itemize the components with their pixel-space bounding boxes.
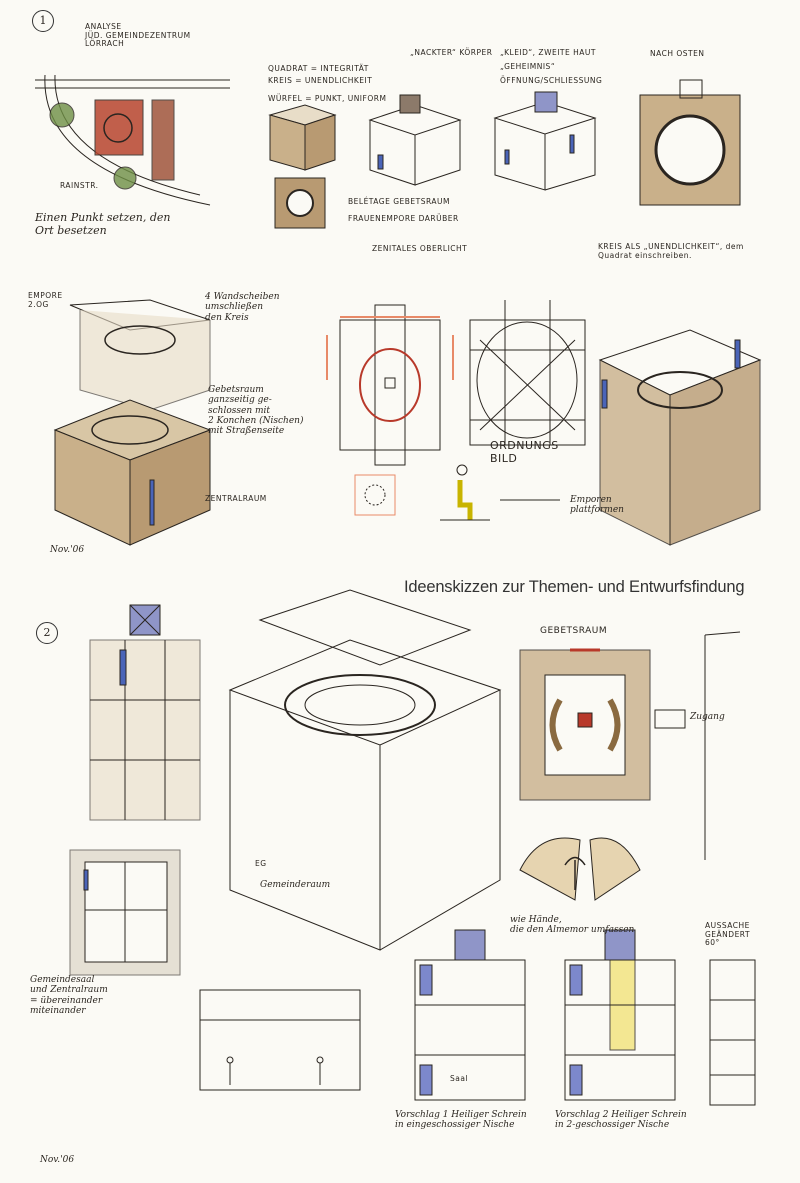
empore-axonometry bbox=[53, 299, 212, 546]
section-proposal-1 bbox=[414, 929, 526, 1101]
site-plan-sketch bbox=[35, 74, 230, 206]
label-naked-body: „NACKTER“ KÖRPER bbox=[410, 48, 493, 57]
cube-sketches bbox=[268, 91, 597, 229]
elevation-grid-sketch bbox=[469, 300, 586, 446]
sheet-number-2: 2 bbox=[36, 622, 58, 644]
label-changed: AUSSACHE GEÄNDERT 60° bbox=[705, 921, 751, 948]
label-circle-square: KREIS ALS „UNENDLICHKEIT“, dem Quadrat e… bbox=[598, 242, 744, 260]
label-date-2: Nov.'06 bbox=[40, 1155, 75, 1165]
label-square: QUADRAT = INTEGRITÄT bbox=[268, 64, 369, 73]
label-analysis: ANALYSE JÜD. GEMEINDEZENTRUM LÖRRACH bbox=[85, 22, 191, 49]
label-walls: 4 Wandscheiben umschließen den Kreis bbox=[205, 292, 280, 323]
label-opening: ÖFFNUNG/SCHLIESSUNG bbox=[500, 76, 603, 85]
section-axonometry bbox=[598, 329, 762, 546]
label-empore: EMPORE 2.OG bbox=[28, 291, 63, 309]
label-central-room: ZENTRALRAUM bbox=[205, 494, 267, 503]
label-skylight: ZENITALES OBERLICHT bbox=[372, 244, 468, 253]
label-community-hall: Gemeindesaal und Zentralraum = übereinan… bbox=[30, 975, 108, 1017]
label-eg: EG bbox=[255, 859, 267, 868]
community-hall-plan bbox=[69, 849, 181, 976]
label-hands: wie Hände, die den Almemor umfassen bbox=[510, 915, 635, 936]
label-prayer-room: Gebetsraum ganzseitig ge- schlossen mit … bbox=[208, 385, 304, 437]
label-gallery: FRAUENEMPORE DARÜBER bbox=[348, 214, 459, 223]
circle-in-square-plan bbox=[639, 79, 741, 206]
label-east: NACH OSTEN bbox=[650, 49, 705, 58]
label-prayer-room-2: GEBETSRAUM bbox=[540, 626, 608, 636]
figure-section-sketch bbox=[354, 464, 560, 521]
page-caption: Ideenskizzen zur Themen- und Entwurfsfin… bbox=[404, 578, 745, 596]
hands-sketch bbox=[519, 837, 641, 901]
facade-study bbox=[704, 631, 756, 1106]
label-beletage: BELÉTAGE GEBETSRAUM bbox=[348, 197, 451, 206]
label-dress: „KLEID“, ZWEITE HAUT bbox=[500, 48, 596, 57]
label-community-room: Gemeinderaum bbox=[260, 880, 331, 890]
longitudinal-section bbox=[199, 989, 361, 1091]
sheet-number-1: 1 bbox=[32, 10, 54, 32]
label-platforms: Emporen plattformen bbox=[570, 495, 624, 516]
label-order: ORDNUNGS BILD bbox=[490, 439, 559, 465]
label-point: Einen Punkt setzen, den Ort besetzen bbox=[35, 211, 171, 237]
prayer-room-plan-2 bbox=[519, 648, 686, 801]
label-cube: WÜRFEL = PUNKT, UNIFORM bbox=[268, 94, 387, 103]
label-secret: „GEHEIMNIS“ bbox=[500, 62, 556, 71]
section-proposal-2 bbox=[564, 929, 676, 1101]
label-circle: KREIS = UNENDLICHKEIT bbox=[268, 76, 373, 85]
label-saal-1: Saal bbox=[450, 1074, 469, 1083]
label-proposal-2: Vorschlag 2 Heiliger Schrein in 2-gescho… bbox=[555, 1110, 687, 1131]
prayer-room-plan bbox=[326, 304, 454, 466]
label-date-1: Nov.'06 bbox=[50, 545, 85, 555]
label-entry: Zugang bbox=[690, 712, 725, 722]
label-proposal-1: Vorschlag 1 Heiliger Schrein in eingesch… bbox=[395, 1110, 527, 1131]
main-axonometry bbox=[228, 589, 502, 951]
facade-elevation bbox=[89, 604, 201, 821]
label-street: RAINSTR. bbox=[60, 181, 99, 190]
